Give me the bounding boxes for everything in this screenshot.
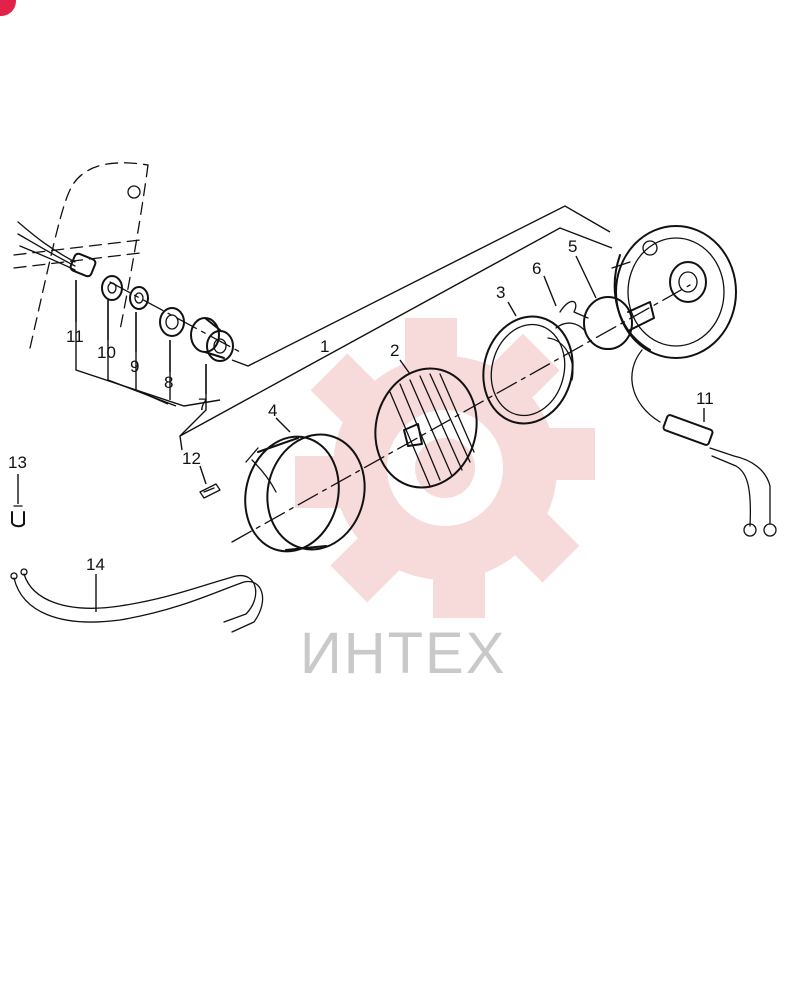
callout-4: 4	[268, 401, 277, 420]
wire-plug-right	[631, 349, 777, 537]
bulb-5	[583, 296, 655, 350]
retaining-ring-3	[482, 315, 574, 425]
callout-13: 13	[8, 453, 27, 472]
sealed-beam-2	[374, 367, 478, 489]
callout-11-right: 11	[696, 389, 714, 408]
wire-14	[10, 568, 264, 633]
bezel-4	[244, 433, 366, 553]
nut-10	[101, 275, 123, 301]
callout-11-left: 11	[66, 327, 84, 346]
clip-13	[11, 505, 25, 528]
watermark-text: ИНТЕХ	[300, 621, 506, 686]
washer-8	[159, 307, 185, 337]
center-axis	[231, 284, 691, 543]
housing-1	[611, 225, 737, 359]
callout-6: 6	[532, 259, 541, 278]
fender-outline	[13, 162, 149, 349]
screw-12	[199, 483, 221, 499]
callout-10: 10	[97, 343, 116, 362]
callout-2: 2	[390, 341, 399, 360]
callout-5: 5	[568, 237, 577, 256]
callout-1: 1	[320, 337, 329, 356]
callout-12: 12	[182, 449, 201, 468]
callouts: 1 2 3 4 5 6 7 8 9 10 11 11 12 13 14	[8, 237, 714, 574]
washer-9	[129, 286, 149, 310]
wire-harness-left	[17, 221, 97, 278]
clip-6	[555, 300, 589, 333]
leader-1	[231, 205, 611, 367]
callout-leaders	[17, 255, 705, 612]
callout-14: 14	[86, 555, 105, 574]
callout-7: 7	[198, 395, 207, 414]
callout-9: 9	[130, 357, 139, 376]
callout-3: 3	[496, 283, 505, 302]
stud-axis	[109, 281, 241, 353]
watermark-gear	[295, 318, 595, 618]
callout-8: 8	[164, 373, 173, 392]
spacer-7	[190, 317, 234, 362]
leader-bracket	[179, 227, 613, 437]
